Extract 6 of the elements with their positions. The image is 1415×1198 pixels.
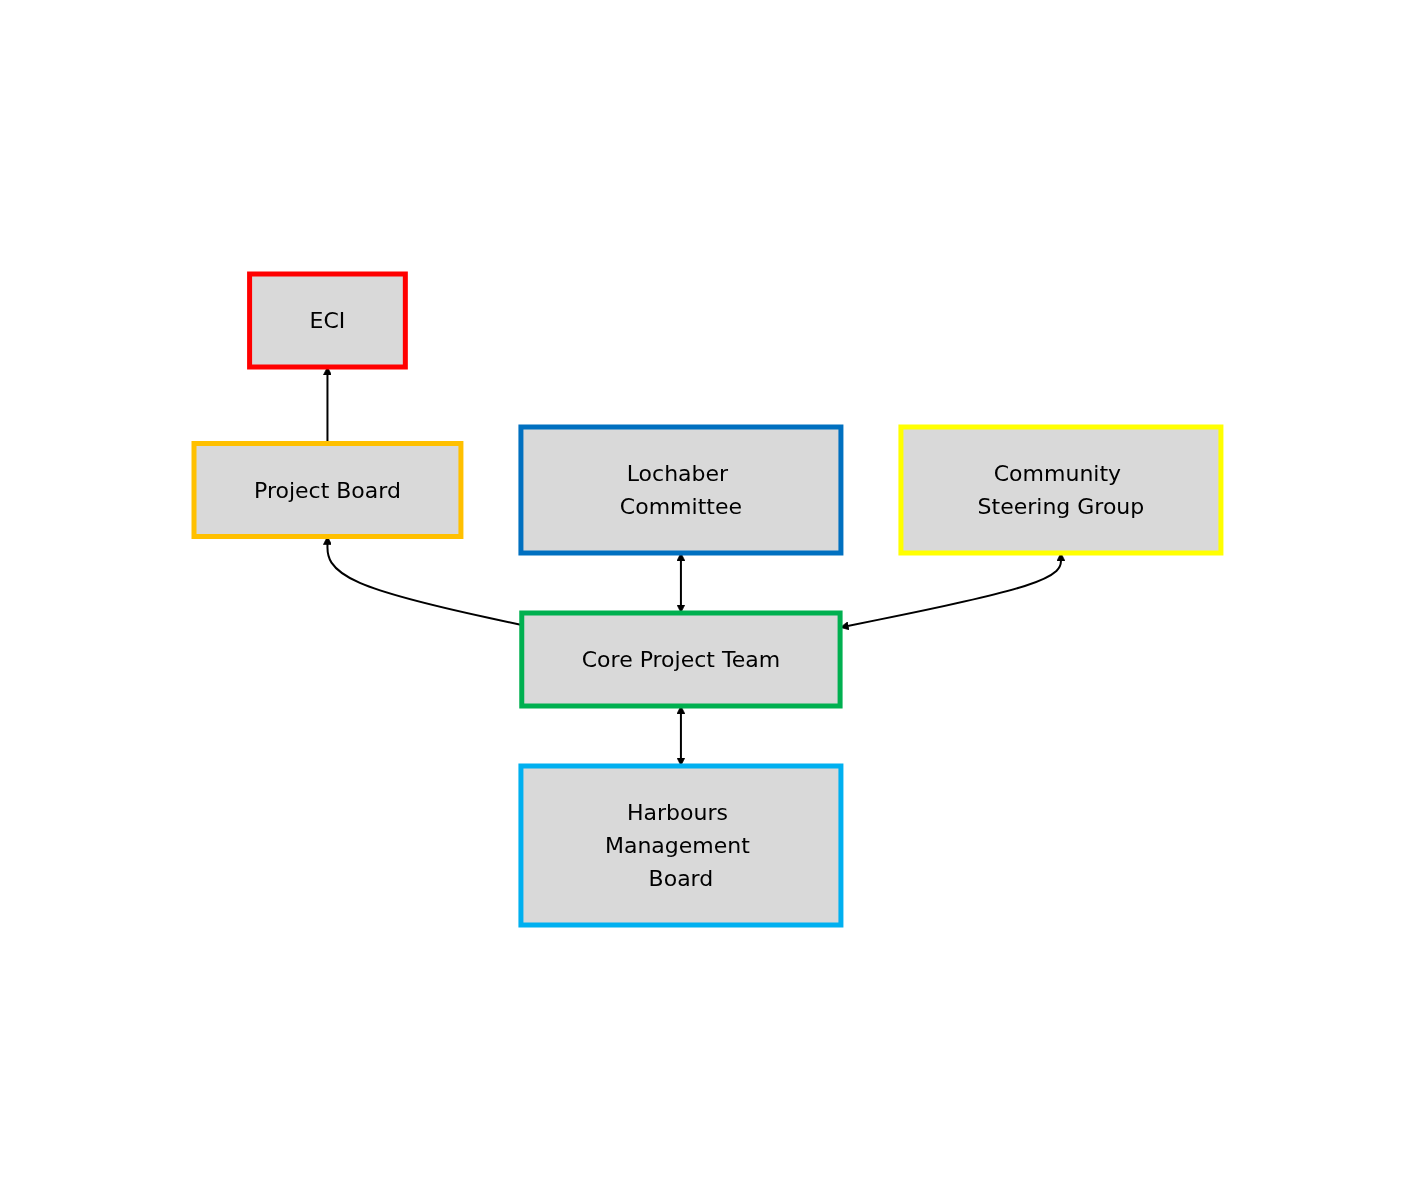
node-box: Lochaber Committee: [518, 424, 844, 555]
node-box: Core Project Team: [519, 610, 843, 708]
node-box: Community Steering Group: [898, 424, 1224, 555]
node-box: Project Board: [191, 440, 464, 539]
node-box: Harbours Management Board: [518, 763, 844, 927]
node-box: ECI: [247, 271, 408, 369]
